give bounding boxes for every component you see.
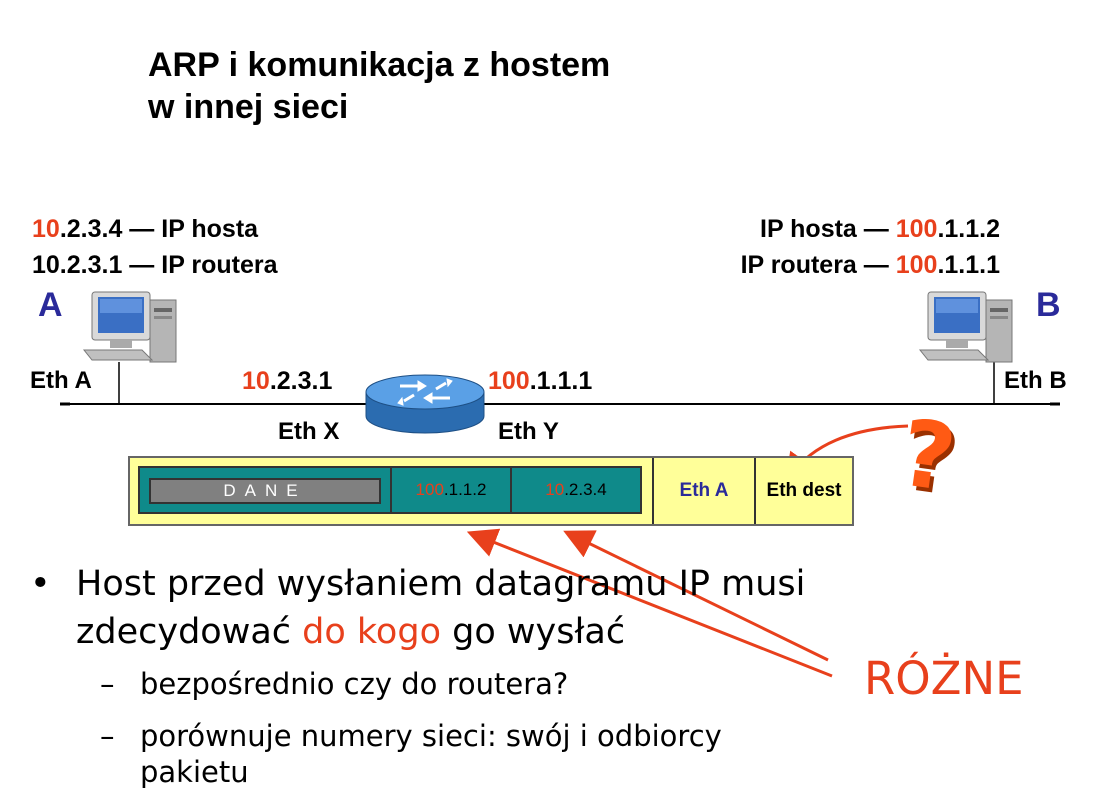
router-y-ip-label: 100.1.1.1 — [488, 367, 593, 395]
host-b-letter: B — [1036, 286, 1061, 324]
arrow-to-dst-ip — [466, 528, 833, 678]
dst-ip-field: 100.1.1.2 — [390, 466, 512, 514]
bullet-dot: • — [30, 564, 51, 604]
ethernet-frame: DANE 100.1.1.2 10.2.3.4 Eth A Eth dest — [128, 456, 854, 526]
dst-eth-field: Eth dest — [754, 458, 852, 524]
sub-dash-2: – — [100, 719, 115, 753]
annotation-rozne: RÓŻNE — [864, 652, 1024, 705]
sub-bullet-1: bezpośrednio czy do routera? — [140, 667, 569, 701]
data-field: DANE — [138, 466, 392, 514]
question-mark-icon: ? ? — [894, 399, 965, 517]
highlight-do-kogo: do kogo — [302, 612, 441, 652]
left-host-ip-label: 10.2.3.4 — IP hosta — [32, 215, 259, 243]
eth-b-label: Eth B — [1004, 367, 1067, 394]
sub-bullet-2-line-1: porównuje numery sieci: swój i odbiorcy — [140, 719, 722, 753]
slide-title: ARP i komunikacja z hostem w innej sieci — [148, 44, 610, 128]
eth-a-label: Eth A — [30, 367, 92, 394]
computer-a-icon — [82, 291, 177, 363]
bullet-main-line-2: zdecydować do kogo go wysłać — [76, 612, 626, 652]
computer-b-icon — [918, 291, 1013, 363]
bullet-main-line-1: Host przed wysłaniem datagramu IP musi — [76, 564, 806, 604]
left-router-ip-label: 10.2.3.1 — IP routera — [32, 251, 278, 279]
title-line-1: ARP i komunikacja z hostem — [148, 46, 611, 84]
sub-bullet-2-line-2: pakietu — [140, 755, 249, 789]
title-line-2: w innej sieci — [148, 88, 349, 126]
arrow-to-src-ip — [563, 530, 829, 662]
sub-dash-1: – — [100, 667, 115, 701]
router-eth-y-label: Eth Y — [498, 418, 559, 445]
right-host-ip-label: IP hosta — 100.1.1.2 — [760, 215, 1000, 243]
router-icon — [365, 374, 485, 434]
data-label: DANE — [149, 478, 381, 504]
router-eth-x-label: Eth X — [278, 418, 340, 445]
src-ip-field: 10.2.3.4 — [510, 466, 642, 514]
host-a-letter: A — [38, 286, 63, 324]
router-x-ip-label: 10.2.3.1 — [242, 367, 333, 395]
src-eth-field: Eth A — [652, 458, 754, 524]
right-router-ip-label: IP routera — 100.1.1.1 — [740, 251, 1000, 279]
